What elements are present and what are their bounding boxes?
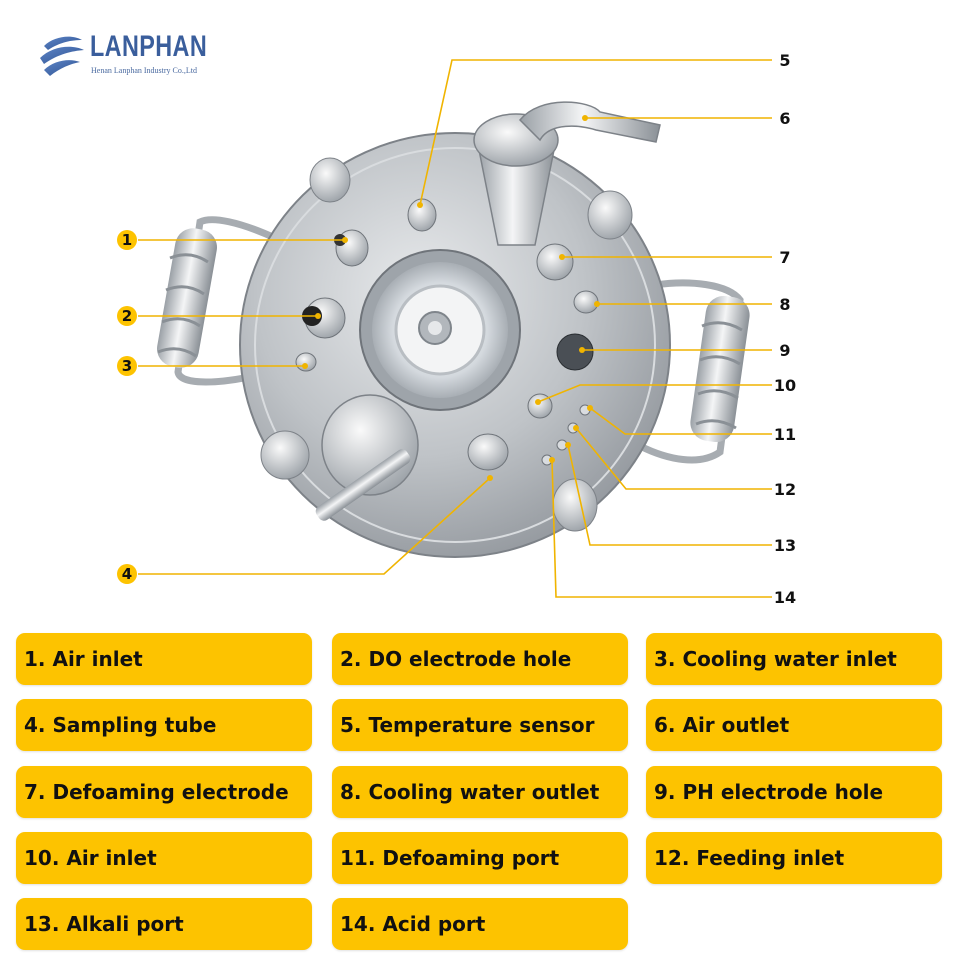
legend-item-4: 4. Sampling tube [16,699,312,751]
callout-10-label: 10 [774,376,796,395]
legend-item-10: 10. Air inlet [16,832,312,884]
callout-8: 8 [779,295,790,314]
lid-knobs [260,157,633,532]
legend-item-13: 13. Alkali port [16,898,312,950]
callout-14: 14 [774,588,796,607]
lanphan-logo-icon [40,36,84,76]
callout-7: 7 [779,248,790,267]
legend-item-2: 2. DO electrode hole [332,633,628,685]
callout-3: 3 [117,356,137,376]
condenser [473,101,661,246]
callout-1: 1 [117,230,137,250]
callout-11-label: 11 [774,425,796,444]
legend-item-11: 11. Defoaming port [332,832,628,884]
callout-13-label: 13 [774,536,796,555]
brand-logo: LANPHAN Henan Lanphan Industry Co.,Ltd [38,28,238,84]
callout-3-label: 3 [122,357,132,375]
sampling-tube [315,394,419,521]
callout-5-label: 5 [779,51,790,70]
legend-item-8: 8. Cooling water outlet [332,766,628,818]
legend-item-14: 14. Acid port [332,898,628,950]
lid-ports [295,198,599,471]
callout-13: 13 [774,536,796,555]
callout-7-label: 7 [779,248,790,267]
brand-name: LANPHAN [90,30,208,63]
callout-4: 4 [117,564,137,584]
right-handle [638,279,750,464]
left-handle [157,216,277,386]
legend-item-1: 1. Air inlet [16,633,312,685]
callout-2-label: 2 [122,307,132,325]
callout-4-label: 4 [122,565,132,583]
callout-2: 2 [117,306,137,326]
callout-8-label: 8 [779,295,790,314]
legend-item-9: 9. PH electrode hole [646,766,942,818]
bioreactor-lid-diagram: 1 2 3 4 5 6 7 8 9 10 11 12 13 14 [117,51,796,607]
callout-14-label: 14 [774,588,796,607]
leader-lines [138,59,772,598]
callout-6: 6 [779,109,790,128]
legend-item-5: 5. Temperature sensor [332,699,628,751]
sight-glass [359,249,521,411]
callout-11: 11 [774,425,796,444]
legend-item-12: 12. Feeding inlet [646,832,942,884]
legend-item-7: 7. Defoaming electrode [16,766,312,818]
callout-1-label: 1 [122,231,132,249]
brand-subtitle: Henan Lanphan Industry Co.,Ltd [91,66,197,75]
legend-item-6: 6. Air outlet [646,699,942,751]
callout-10: 10 [774,376,796,395]
callout-9-label: 9 [779,341,790,360]
callout-12: 12 [774,480,796,499]
callout-12-label: 12 [774,480,796,499]
callout-badges: 1 2 3 4 5 6 7 8 9 10 11 12 13 14 [117,51,796,607]
leader-dots [302,115,600,481]
callout-6-label: 6 [779,109,790,128]
legend-item-3: 3. Cooling water inlet [646,633,942,685]
callout-9: 9 [779,341,790,360]
callout-5: 5 [779,51,790,70]
